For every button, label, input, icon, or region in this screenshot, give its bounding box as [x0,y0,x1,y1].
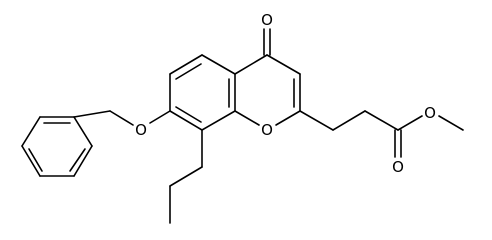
benzyl-linker [73,110,171,126]
double-bond-inner [175,63,202,80]
bond [21,145,41,177]
propyl-chain [169,129,203,224]
phenyl-ring [21,116,93,177]
ester-oxygen-label: O [424,104,436,122]
bond [234,54,268,75]
bond [109,110,134,126]
double-bond-inner [69,148,86,172]
bond [73,110,111,118]
bond [201,54,236,75]
ketone-group [263,28,271,56]
bond [438,115,464,131]
double-bond-inner [175,106,202,123]
ester-carbonyl-oxygen-label: O [392,158,404,176]
methyl-propanoate-chain [299,110,464,158]
bond [169,110,203,131]
bond [149,110,171,124]
bond [234,110,260,126]
bond [364,110,399,131]
bond [169,166,203,187]
bond [201,110,236,131]
bond [266,54,301,75]
bond [332,110,366,131]
bond [397,115,423,131]
bond [275,110,301,126]
chemical-structure: O O O O O [21,11,464,224]
benzo-ring [169,54,236,131]
bond [169,54,203,75]
bond [73,145,93,177]
ether-oxygen-label: O [135,121,147,139]
bond [73,116,93,147]
bond [299,110,334,131]
bond [21,116,41,147]
double-bond-inner [28,148,43,172]
ring-oxygen-label: O [261,121,273,139]
pyranone-ring [234,54,301,126]
carbonyl-oxygen-label: O [261,11,273,29]
